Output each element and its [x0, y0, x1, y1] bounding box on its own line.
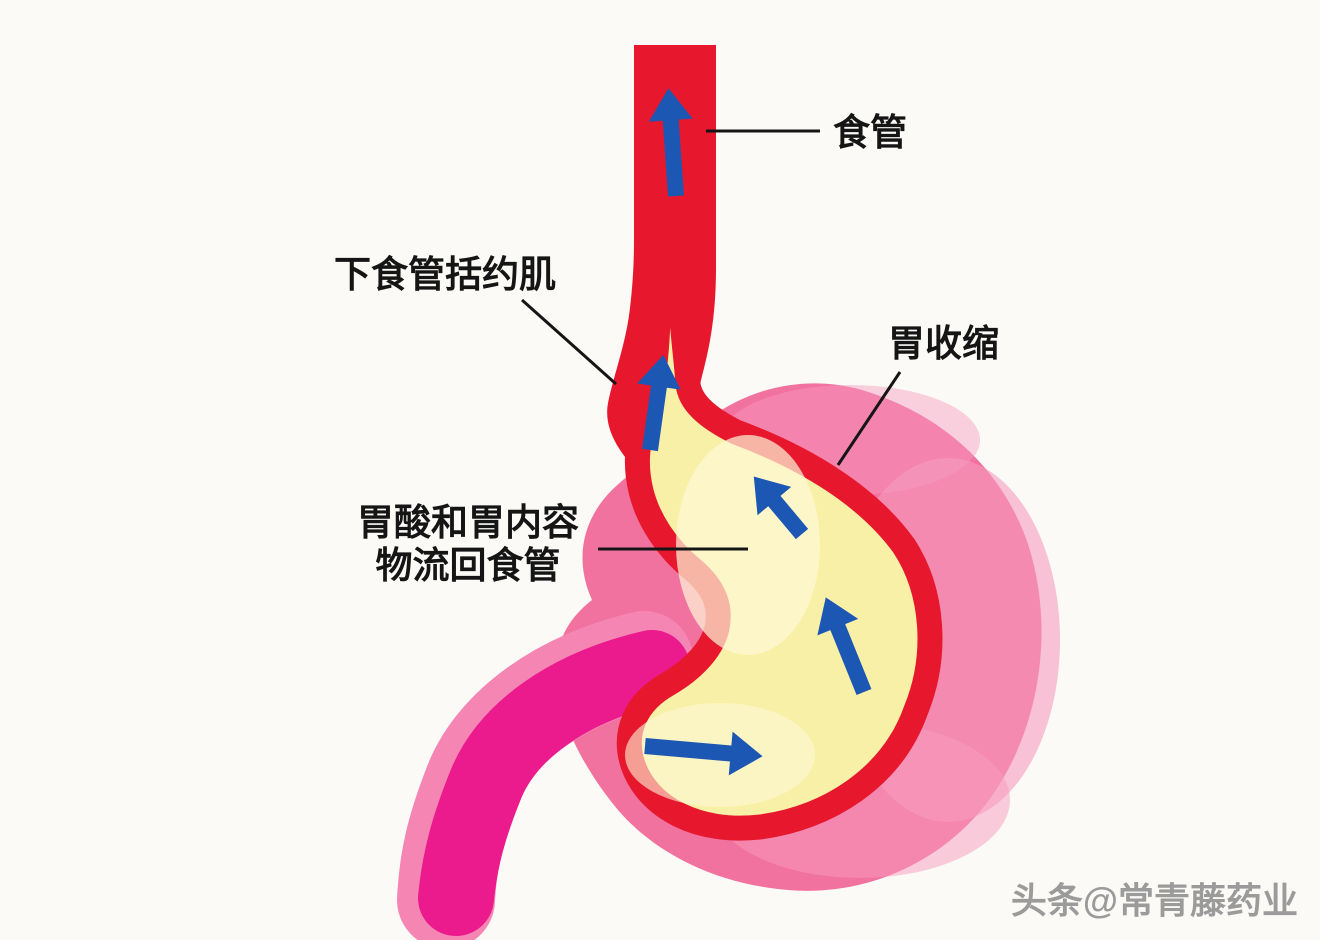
arrow-up-sphincter: [637, 354, 681, 452]
pointer-line-contraction: [836, 371, 902, 466]
arrow-upper-stomach: [753, 476, 809, 540]
pointer-line-sphincter: [521, 298, 617, 386]
duodenum-shape: [418, 630, 690, 936]
label-gastric-contraction: 胃收缩: [888, 323, 999, 364]
label-esophagus: 食管: [833, 111, 907, 153]
interior-highlight-upper: [676, 435, 820, 655]
label-lower-esophageal-sphincter: 下食管括约肌: [334, 253, 556, 295]
arrow-bottom-stomach: [644, 731, 763, 776]
arrow-up-esophagus: [648, 88, 693, 197]
label-reflux-line2: 物流回食管: [376, 544, 561, 586]
watermark-text: 头条@常青藤药业: [1011, 880, 1298, 921]
label-reflux-line1: 胃酸和胃内容: [357, 502, 579, 543]
arrow-middle-stomach: [817, 597, 872, 695]
